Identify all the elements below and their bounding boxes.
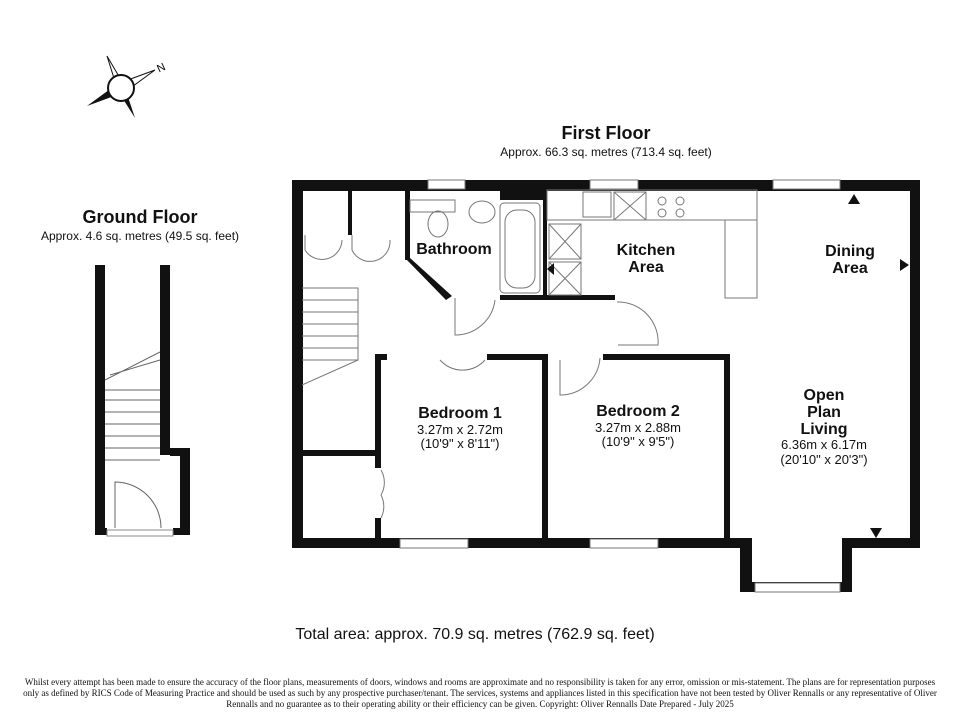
room-living-label: Open	[803, 387, 845, 404]
room-dining-label-2: Area	[832, 259, 868, 277]
room-dining-label: Dining	[825, 243, 875, 260]
room-kitchen-label-2: Area	[628, 258, 664, 276]
room-kitchen-label: Kitchen	[616, 242, 676, 259]
room-bathroom-label: Bathroom	[416, 241, 492, 258]
windows	[399, 179, 841, 593]
fixtures	[301, 189, 909, 538]
room-living-label-2: Plan	[807, 403, 841, 421]
room-living-metric: 6.36m x 6.17m	[781, 437, 867, 453]
room-living-imperial: (20'10" x 20'3")	[780, 451, 868, 467]
room-bedroom1-imperial: (10'9" x 8'11")	[420, 436, 500, 452]
first-floor-area: Approx. 66.3 sq. metres (713.4 sq. feet)	[500, 145, 712, 159]
north-label: N	[155, 61, 167, 75]
first-floor-walls	[292, 180, 920, 592]
room-bedroom1-metric: 3.27m x 2.72m	[417, 421, 503, 437]
room-bedroom1-label: Bedroom 1	[418, 405, 502, 422]
disclaimer: Whilst every attempt has been made to en…	[23, 677, 937, 709]
compass-icon	[87, 55, 156, 118]
room-living-label-3: Living	[800, 420, 848, 438]
ground-floor-plan	[95, 265, 190, 537]
room-bedroom2-imperial: (10'9" x 9'5")	[601, 434, 675, 450]
ground-floor-title: Ground Floor	[82, 207, 198, 227]
room-bedroom2-label: Bedroom 2	[596, 403, 680, 420]
ground-floor-area: Approx. 4.6 sq. metres (49.5 sq. feet)	[40, 229, 240, 243]
total-area: Total area: approx. 70.9 sq. metres (762…	[295, 626, 655, 643]
room-bedroom2-metric: 3.27m x 2.88m	[595, 419, 681, 435]
first-floor-title: First Floor	[561, 123, 651, 143]
